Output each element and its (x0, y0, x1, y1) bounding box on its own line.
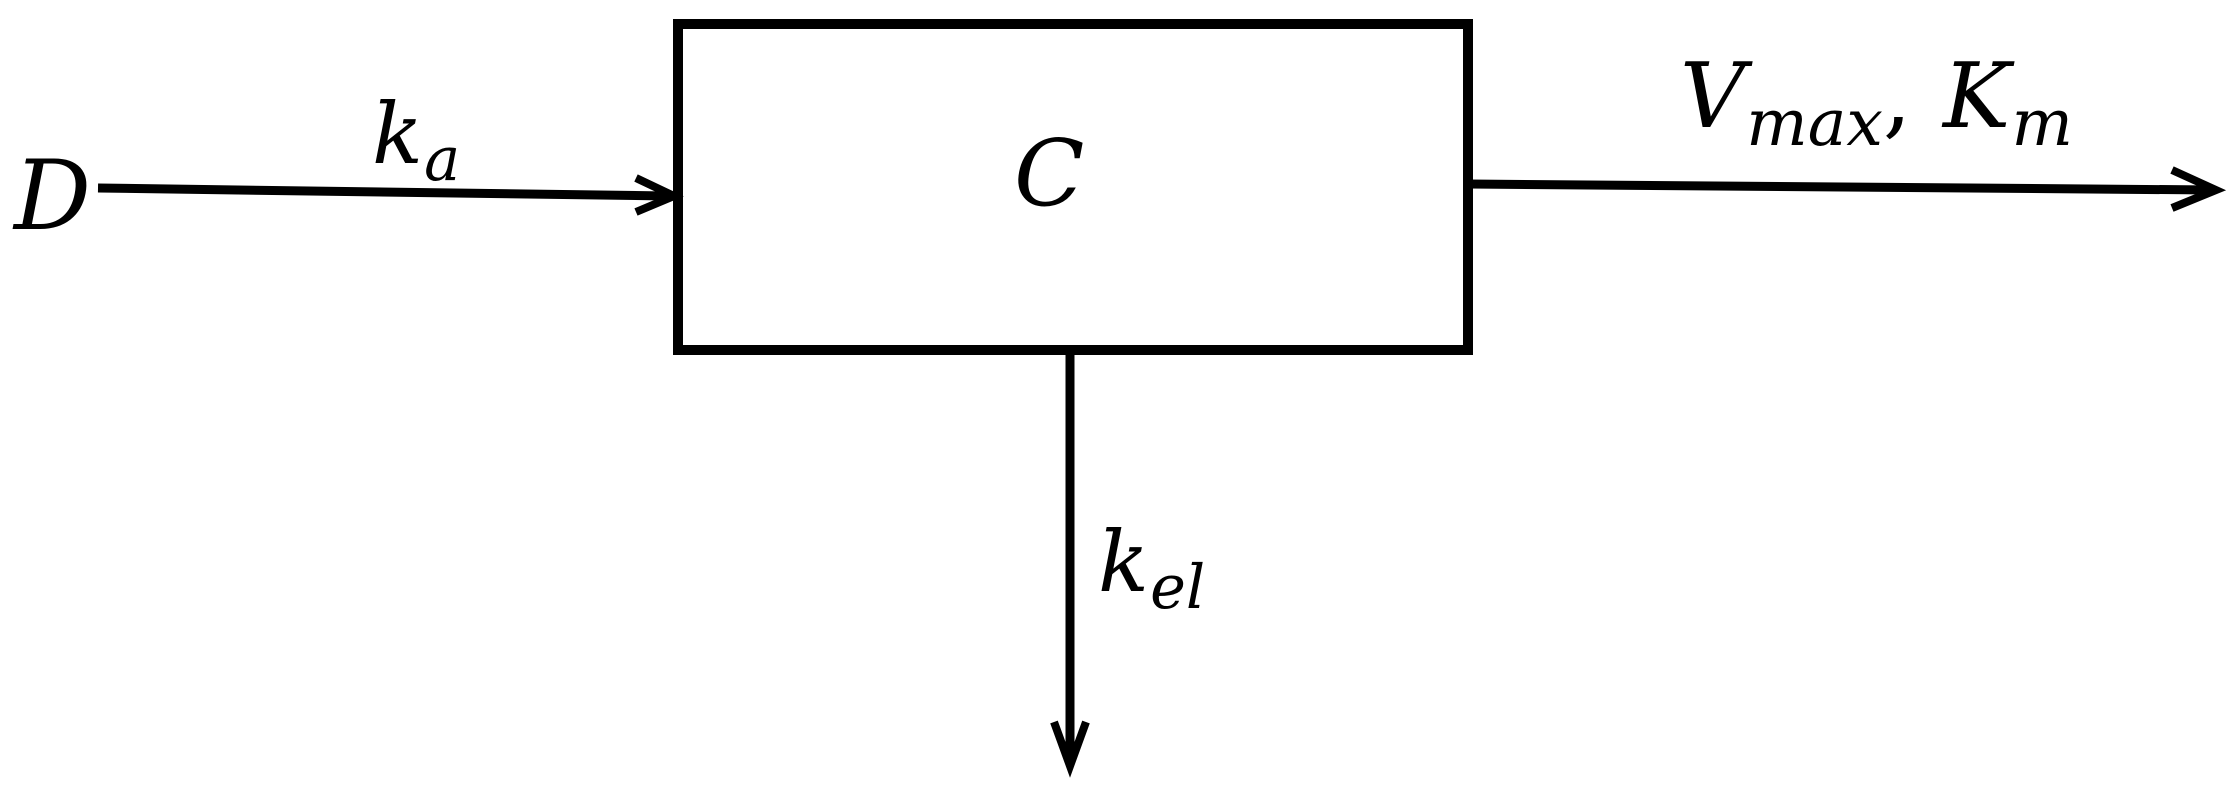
dose-symbol: D (14, 140, 91, 252)
compartment-symbol: C (1014, 120, 1085, 227)
vmax-base: V (1680, 44, 1745, 149)
michaelis-menten-label: Vmax,Km (1680, 52, 2073, 157)
vmax-subscript: max (1746, 86, 1883, 162)
km-base: K (1943, 44, 2011, 149)
km-subscript: m (2011, 86, 2073, 162)
absorption-rate-base: k (372, 85, 423, 183)
saturable-elimination-arrow (1467, 179, 2215, 195)
linear-elimination-arrowhead (1050, 720, 1090, 778)
compartment-label: C (1014, 128, 1084, 220)
absorption-rate-label: ka (372, 92, 460, 190)
elimination-rate-base: k (1098, 513, 1149, 611)
absorption-rate-subscript: a (424, 124, 461, 195)
dose-label: D (14, 148, 91, 244)
elimination-rate-label: kel (1098, 520, 1205, 618)
absorption-arrowhead (634, 174, 684, 216)
absorption-arrow (97, 183, 669, 201)
saturable-elimination-arrowhead (2170, 166, 2227, 212)
elimination-rate-subscript: el (1150, 552, 1206, 623)
parameter-separator: , (1882, 44, 1912, 149)
